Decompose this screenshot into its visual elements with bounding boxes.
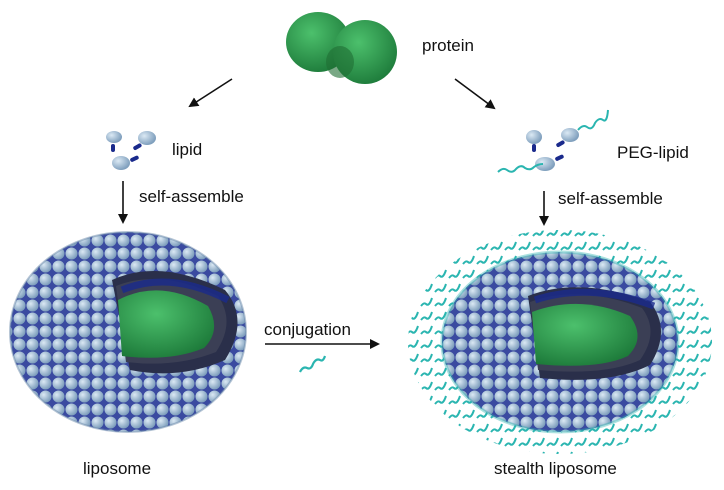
self-assemble-left-label: self-assemble xyxy=(139,187,244,206)
peg-lipid-icon xyxy=(497,109,609,173)
arrow-to-peg-lipid xyxy=(454,78,496,110)
stealth-liposome-label: stealth liposome xyxy=(494,459,617,478)
liposome-illustration xyxy=(9,231,247,433)
lipid-label: lipid xyxy=(172,140,203,159)
liposome-label: liposome xyxy=(83,459,152,478)
protein-label: protein xyxy=(422,36,474,55)
self-assemble-right-label: self-assemble xyxy=(558,189,663,208)
stealth-liposome-illustration xyxy=(408,230,712,454)
conjugation-label: conjugation xyxy=(264,320,351,339)
lipid-icon xyxy=(106,131,156,170)
protein-icon xyxy=(286,12,397,84)
peg-lipid-label: PEG-lipid xyxy=(617,143,689,162)
arrow-to-lipid xyxy=(188,78,233,108)
peg-chain-icon xyxy=(299,355,327,373)
